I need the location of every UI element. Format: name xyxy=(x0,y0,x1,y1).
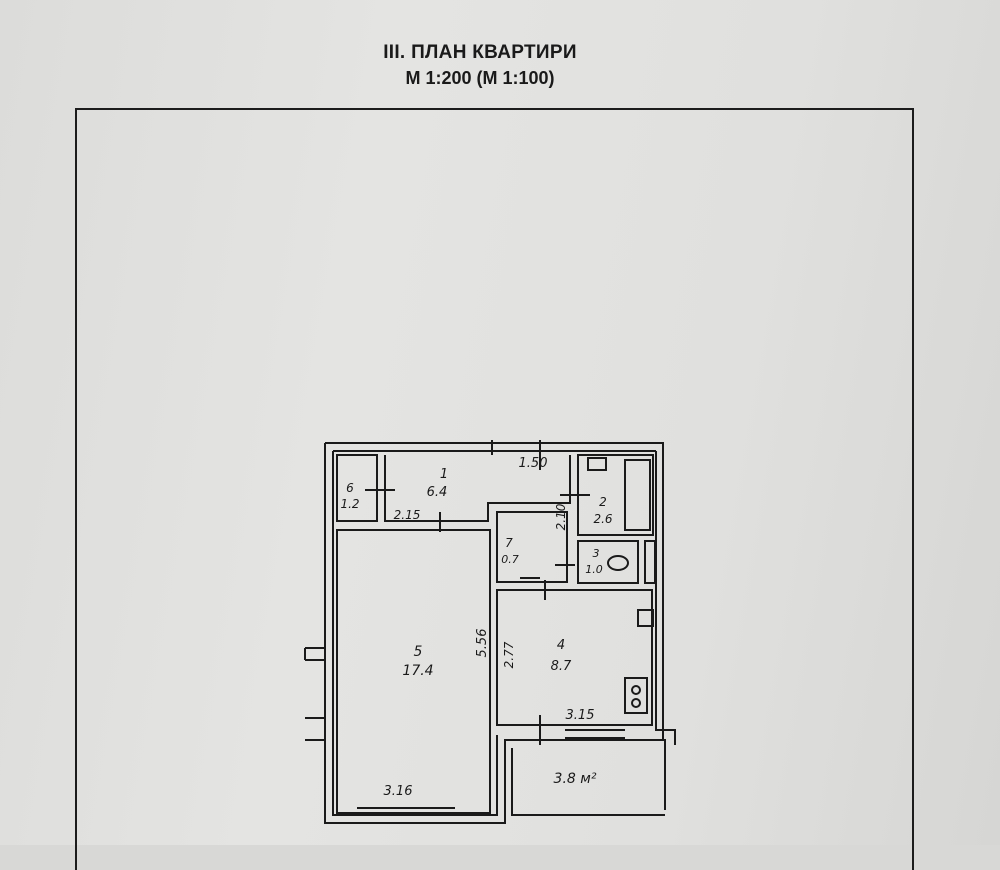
balcony-outline xyxy=(511,748,665,816)
floor-plan: 1 6.4 2 2.6 3 1.0 4 8.7 5 17.4 6 1.2 7 0… xyxy=(304,440,676,824)
room-6-number: 6 xyxy=(346,481,354,495)
radiator-icon xyxy=(644,540,656,584)
dimension-label: 2.10 xyxy=(554,503,568,530)
room-5-number: 5 xyxy=(414,644,423,660)
dimension-label: 3.16 xyxy=(384,784,413,799)
window-room-4 xyxy=(565,729,625,739)
room-6-area: 1.2 xyxy=(340,497,359,511)
plan-frame xyxy=(75,108,914,870)
room-7-number: 7 xyxy=(505,536,513,550)
outer-wall-left xyxy=(324,443,666,824)
window-room-5 xyxy=(357,807,455,816)
dimension-label: 2.15 xyxy=(394,508,421,522)
dimension-label: 1.50 xyxy=(519,456,548,471)
outer-wall-top xyxy=(325,442,664,555)
stove-icon xyxy=(624,677,648,714)
room-4-number: 4 xyxy=(557,638,565,653)
dimension-label: 3.15 xyxy=(566,708,595,723)
room-5-outline xyxy=(336,529,491,814)
document-sheet xyxy=(0,0,1000,845)
room-1-number: 1 xyxy=(440,467,448,482)
room-3-number: 3 xyxy=(593,547,600,560)
room-2-number: 2 xyxy=(599,495,607,509)
room-3-area: 1.0 xyxy=(585,563,603,576)
bathtub-icon xyxy=(624,459,651,531)
room-7-area: 0.7 xyxy=(501,553,519,566)
room-6-outline xyxy=(336,454,378,522)
outer-wall-right xyxy=(655,451,676,745)
room-5-area: 17.4 xyxy=(402,663,433,679)
room-2-area: 2.6 xyxy=(593,512,612,526)
room-3-outline xyxy=(577,540,639,584)
dimension-label: 2.77 xyxy=(502,641,516,668)
scale-label: М 1:200 (М 1:100) xyxy=(405,68,555,88)
room-1-area: 6.4 xyxy=(427,485,448,500)
dimension-label: 5.56 xyxy=(475,629,490,658)
sink-icon xyxy=(587,457,607,471)
toilet-icon xyxy=(607,555,629,571)
room-4-area: 8.7 xyxy=(551,659,572,674)
room-4-outline xyxy=(496,589,653,726)
room-7-outline xyxy=(496,511,568,583)
kitchen-sink-icon xyxy=(637,609,654,627)
balcony-area: 3.8 м² xyxy=(554,771,597,787)
document-title: III. ПЛАН КВАРТИРИ xyxy=(383,42,577,63)
